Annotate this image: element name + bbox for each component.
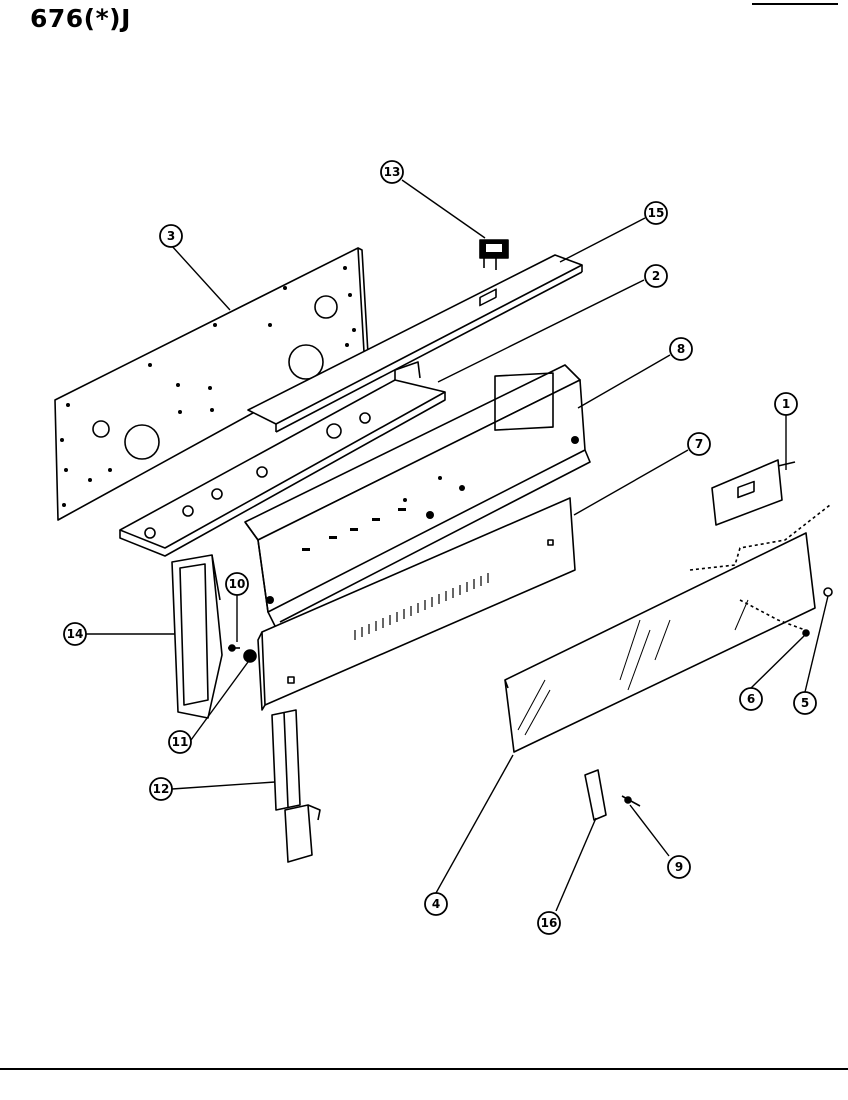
callout-5-label: 5	[801, 696, 809, 710]
callout-5: 5	[793, 691, 817, 715]
part-side-trim	[171, 554, 223, 719]
part-control-panel-body	[244, 364, 591, 629]
callout-14-label: 14	[67, 627, 84, 641]
part-hinge-brackets	[271, 709, 321, 863]
callout-12: 12	[149, 777, 173, 801]
callout-2: 2	[644, 264, 668, 288]
callout-6: 6	[739, 687, 763, 711]
callout-8: 8	[669, 337, 693, 361]
callout-1: 1	[774, 392, 798, 416]
callout-9: 9	[667, 855, 691, 879]
callout-12-label: 12	[153, 782, 170, 796]
top-rule	[752, 3, 838, 5]
callout-3-label: 3	[167, 229, 175, 243]
callouts: 1 2 3 4 5 6 7 8	[63, 160, 817, 935]
part-mounting-bracket	[119, 361, 446, 557]
bottom-rule	[0, 1068, 848, 1070]
callout-13: 13	[380, 160, 404, 184]
part-switch-bracket	[711, 459, 796, 526]
part-glass-panel	[504, 504, 831, 753]
part-fasteners	[584, 587, 833, 821]
callout-15-label: 15	[648, 206, 665, 220]
callout-11: 11	[168, 730, 192, 754]
callout-7-label: 7	[695, 437, 703, 451]
callout-9-label: 9	[675, 860, 683, 874]
callout-4-label: 4	[432, 897, 440, 911]
leader-lines	[86, 179, 829, 912]
callout-3: 3	[159, 224, 183, 248]
callout-15: 15	[644, 201, 668, 225]
callout-13-label: 13	[384, 165, 401, 179]
callout-16: 16	[537, 911, 561, 935]
callout-2-label: 2	[652, 269, 660, 283]
part-rocker-switch	[479, 239, 509, 270]
callout-10: 10	[225, 572, 249, 596]
part-top-trim-strip	[247, 254, 583, 433]
callout-16-label: 16	[541, 916, 558, 930]
callout-7: 7	[687, 432, 711, 456]
callout-6-label: 6	[747, 692, 755, 706]
part-screw-and-knob	[228, 644, 257, 663]
callout-8-label: 8	[677, 342, 685, 356]
callout-10-label: 10	[229, 577, 246, 591]
page-title: 676(*)J	[30, 4, 131, 33]
callout-4: 4	[424, 892, 448, 916]
callout-14: 14	[63, 622, 87, 646]
callout-11-label: 11	[172, 735, 189, 749]
callout-1-label: 1	[782, 397, 790, 411]
part-front-vent-panel	[257, 497, 576, 711]
